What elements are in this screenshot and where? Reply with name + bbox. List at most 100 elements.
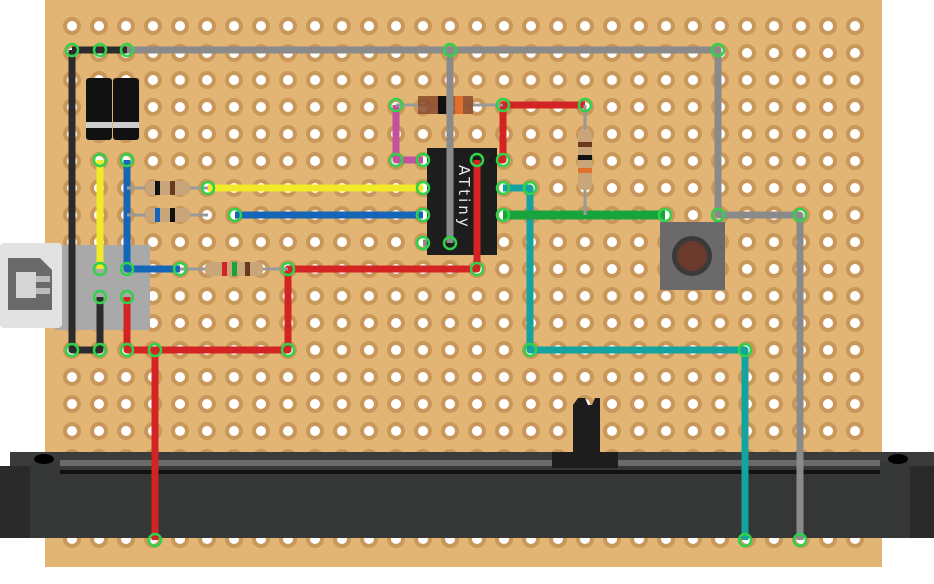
hole — [850, 372, 860, 382]
hole — [742, 291, 752, 301]
hole — [337, 129, 347, 139]
hole — [283, 399, 293, 409]
hole — [634, 156, 644, 166]
hole — [796, 102, 806, 112]
hole — [175, 291, 185, 301]
hole — [310, 291, 320, 301]
hole — [337, 318, 347, 328]
solder-joint — [737, 532, 753, 548]
hole — [445, 345, 455, 355]
hole — [823, 75, 833, 85]
hole — [823, 318, 833, 328]
hole — [202, 318, 212, 328]
solder-joint — [657, 207, 673, 223]
hole — [391, 318, 401, 328]
hole — [445, 318, 455, 328]
hole — [607, 372, 617, 382]
hole — [337, 291, 347, 301]
hole — [769, 21, 779, 31]
hole — [796, 21, 806, 31]
hole — [661, 129, 671, 139]
hole — [310, 102, 320, 112]
hole — [310, 156, 320, 166]
hole — [580, 237, 590, 247]
hole — [769, 102, 779, 112]
solder-joint — [442, 42, 458, 58]
hole — [67, 399, 77, 409]
hole — [391, 75, 401, 85]
solder-joint — [64, 342, 80, 358]
hole — [607, 237, 617, 247]
hole — [202, 426, 212, 436]
hole — [283, 21, 293, 31]
hole — [634, 183, 644, 193]
solder-joint — [792, 532, 808, 548]
wire-black — [68, 46, 127, 354]
solder-joint — [737, 342, 753, 358]
solder-joint — [495, 180, 511, 196]
hole — [769, 345, 779, 355]
hole — [472, 291, 482, 301]
hole — [499, 318, 509, 328]
hole — [256, 102, 266, 112]
hole — [661, 426, 671, 436]
solder-joint — [495, 97, 511, 113]
hole — [850, 183, 860, 193]
hole — [553, 399, 563, 409]
hole — [391, 237, 401, 247]
hole — [364, 21, 374, 31]
hole — [607, 129, 617, 139]
hole — [715, 291, 725, 301]
hole — [229, 426, 239, 436]
hole — [229, 129, 239, 139]
hole — [94, 21, 104, 31]
hole — [769, 372, 779, 382]
push-button[interactable] — [660, 222, 725, 290]
slider-knob[interactable] — [552, 398, 618, 468]
hole — [229, 237, 239, 247]
hole — [364, 345, 374, 355]
hole — [391, 372, 401, 382]
solder-joint — [792, 207, 808, 223]
hole — [607, 102, 617, 112]
hole — [283, 102, 293, 112]
solder-joint — [172, 261, 188, 277]
hole — [526, 21, 536, 31]
hole — [688, 399, 698, 409]
solder-joint — [92, 289, 108, 305]
hole — [148, 129, 158, 139]
solder-joint — [415, 207, 431, 223]
hole — [607, 156, 617, 166]
hole — [175, 372, 185, 382]
hole — [229, 399, 239, 409]
hole — [850, 237, 860, 247]
hole — [850, 291, 860, 301]
hole — [823, 102, 833, 112]
hole — [310, 75, 320, 85]
hole — [94, 372, 104, 382]
hole — [364, 318, 374, 328]
hole — [850, 75, 860, 85]
solder-joint — [119, 152, 135, 168]
hole — [850, 345, 860, 355]
hole — [310, 426, 320, 436]
solder-joint — [495, 207, 511, 223]
hole — [229, 318, 239, 328]
hole — [337, 237, 347, 247]
slide-potentiometer[interactable] — [0, 398, 934, 538]
hole — [418, 372, 428, 382]
solder-joint — [119, 289, 135, 305]
hole — [769, 318, 779, 328]
hole — [634, 291, 644, 301]
hole — [796, 129, 806, 139]
hole — [472, 75, 482, 85]
hole — [742, 75, 752, 85]
hole — [769, 48, 779, 58]
solder-joint — [415, 235, 431, 251]
hole — [688, 129, 698, 139]
solder-joint — [280, 342, 296, 358]
hole — [742, 156, 752, 166]
solder-joint — [227, 207, 243, 223]
hole — [283, 156, 293, 166]
hole — [445, 291, 455, 301]
